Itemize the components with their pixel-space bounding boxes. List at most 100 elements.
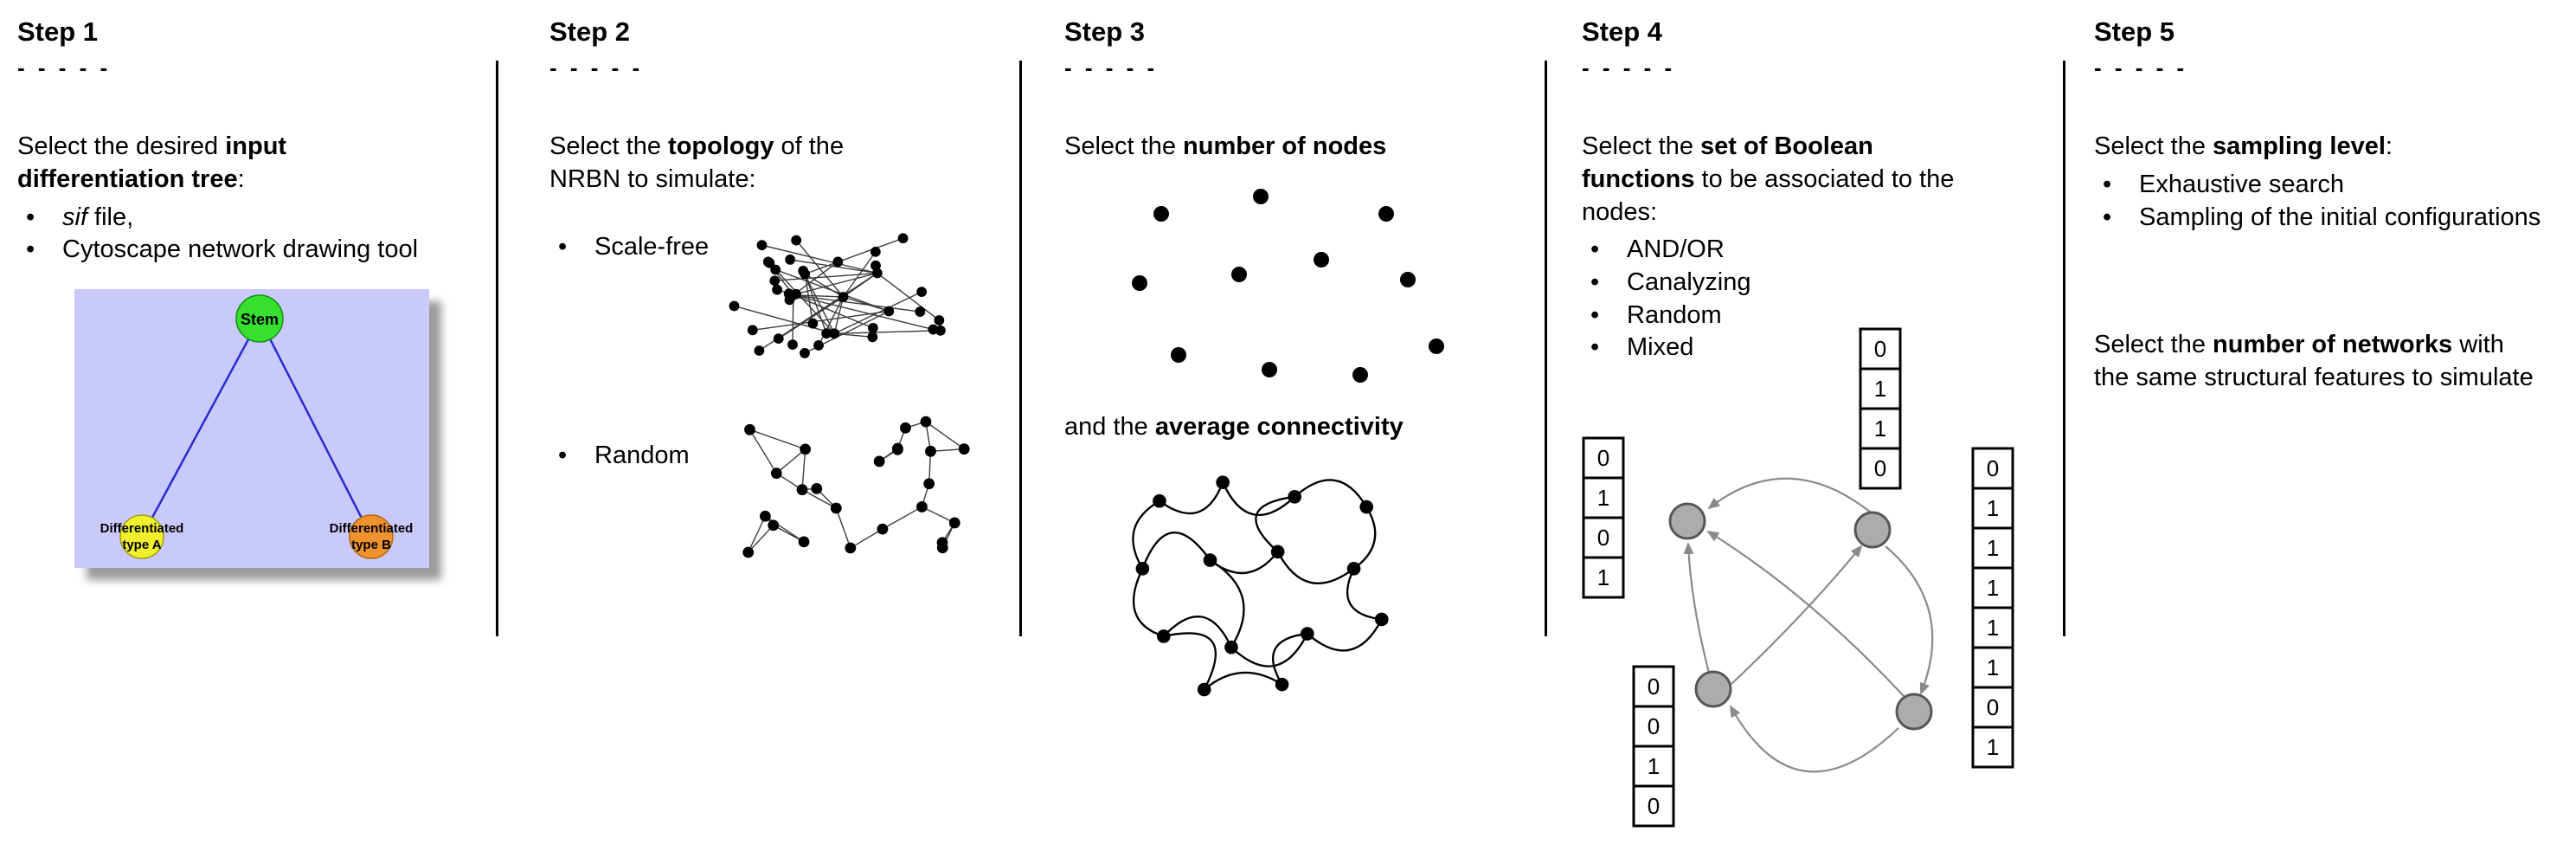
bullet-icon: [2094, 202, 2139, 235]
svg-text:1: 1: [1987, 615, 1999, 641]
tree-edge-b: [258, 318, 373, 538]
step-3-text-connectivity: and the average connectivity: [1064, 412, 1404, 441]
truth-table-cell: [1971, 526, 2014, 570]
svg-text:1: 1: [1597, 485, 1609, 511]
step-2-column: Step 2 - - - - - Select the topology of …: [549, 16, 1012, 566]
boolean-functions-diagram: 0 1 1 0 0 1 0 1 0 0 1 0 0 1 1 1: [1582, 327, 2014, 828]
svg-text:1: 1: [1987, 495, 1999, 521]
scale-free-network-image: [729, 232, 946, 358]
type-a-label-line1: Differentiated: [100, 521, 184, 536]
step-2-intro: Select the topology of the NRBN to simul…: [549, 132, 845, 193]
bullet-sampling-initial-configurations: Sampling of the initial configurations: [2094, 202, 2576, 235]
truth-table-cell: [1971, 487, 2014, 530]
svg-text:1: 1: [1648, 753, 1660, 779]
tree-edge-a: [140, 318, 261, 538]
step-4-bullets: AND/OR Canalyzing Random Mixed: [1582, 234, 2049, 364]
step-2-dashes: - - - - -: [549, 55, 644, 81]
bullet-and-or: AND/OR: [1582, 234, 2049, 267]
bullet-icon: [549, 231, 594, 264]
svg-text:0: 0: [1597, 445, 1609, 471]
truth-table-cell: [1971, 447, 2014, 490]
svg-text:0: 0: [1648, 793, 1660, 819]
truth-table-cell: [1582, 436, 1625, 480]
step-2-title: Step 2: [549, 16, 631, 47]
bullet-cytoscape: Cytoscape network drawing tool: [17, 234, 433, 267]
svg-text:0: 0: [1987, 455, 1999, 481]
truth-table-left: 0 1 0 1: [1582, 436, 1625, 599]
svg-text:0: 0: [1987, 694, 1999, 720]
stem-node: [235, 294, 284, 343]
arrow-d-to-a: [1706, 530, 1905, 698]
svg-text:0: 0: [1648, 713, 1660, 739]
step-1-title: Step 1: [17, 16, 99, 47]
bullet-canalyzing: Canalyzing: [1582, 267, 2049, 300]
bullet-icon: [1582, 267, 1627, 300]
truth-table-bottom-left: 0 0 1 0: [1632, 665, 1675, 828]
bullet-icon: [549, 440, 594, 473]
truth-table-top: 0 1 1 0: [1859, 327, 1902, 490]
type-b-label-line2: type B: [351, 538, 391, 552]
gene-node-b: [1853, 511, 1892, 549]
truth-table-cell: [1971, 725, 2014, 769]
bullet-sif-file: sif file,: [17, 202, 433, 235]
arrow-b-to-d: [1885, 545, 1934, 695]
step-3-title: Step 3: [1064, 16, 1146, 47]
divider-2: [1019, 61, 1022, 636]
bullet-mixed: Mixed: [1582, 332, 2049, 364]
truth-table-cell: [1859, 367, 1902, 410]
regulation-arrows: [1683, 477, 1934, 773]
tree-svg: Stem Differentiated type A Differentiate…: [74, 288, 429, 568]
truth-table-cell: [1582, 476, 1625, 519]
bullet-icon: [17, 202, 62, 235]
arrow-b-to-a: [1707, 477, 1872, 513]
step-1-column: Step 1 - - - - - Select the desired inpu…: [17, 16, 433, 572]
step-5-networks-text: Select the number of networks with the s…: [2094, 331, 2534, 391]
step-5-sampling-text: Select the sampling level:: [2094, 132, 2393, 161]
divider-3: [1545, 61, 1547, 636]
svg-text:1: 1: [1987, 734, 1999, 760]
gene-node-a: [1668, 502, 1706, 540]
step-1-bullets: sif file, Cytoscape network drawing tool: [17, 202, 433, 267]
arrow-c-to-b: [1731, 545, 1863, 685]
step-4-column: Step 4 - - - - - Select the set of Boole…: [1582, 16, 2049, 847]
svg-text:0: 0: [1648, 674, 1660, 699]
step-5-column: Step 5 - - - - - Select the sampling lev…: [2094, 16, 2576, 395]
truth-table-cell: [1971, 686, 2014, 729]
type-b-label-line1: Differentiated: [330, 521, 414, 536]
svg-text:1: 1: [1874, 416, 1886, 442]
step-5-dashes: - - - - -: [2094, 55, 2188, 81]
gene-node-d: [1895, 693, 1933, 731]
step-5-title: Step 5: [2094, 16, 2175, 47]
differentiation-tree-image: Stem Differentiated type A Differentiate…: [74, 288, 429, 568]
random-row: Random: [549, 409, 1012, 566]
bullet-icon: [1582, 234, 1627, 267]
svg-text:0: 0: [1597, 525, 1609, 551]
bullet-exhaustive-search: Exhaustive search: [2094, 169, 2576, 202]
svg-text:1: 1: [1987, 575, 1999, 601]
arrow-c-to-a: [1683, 542, 1711, 674]
truth-table-cell: [1582, 556, 1625, 599]
truth-table-cell: [1859, 447, 1902, 490]
bullet-icon: [17, 234, 62, 267]
truth-table-cell: [1859, 407, 1902, 450]
type-a-label-line2: type A: [122, 538, 161, 552]
step-3-column: Step 3 - - - - - Select the number of no…: [1064, 16, 1536, 708]
truth-table-cell: [1971, 606, 2014, 649]
gene-nodes: [1668, 502, 1933, 731]
arrow-d-to-c: [1730, 705, 1899, 773]
svg-text:1: 1: [1874, 376, 1886, 402]
step-3-dashes: - - - - -: [1064, 55, 1159, 81]
svg-text:0: 0: [1874, 336, 1886, 362]
svg-text:1: 1: [1987, 654, 1999, 680]
nodes-dots-image: [1132, 188, 1444, 383]
divider-4: [2063, 61, 2065, 636]
bullet-random: Random: [549, 409, 716, 473]
step-1-intro: Select the desired input differentiation…: [17, 132, 287, 193]
bullet-icon: [2094, 169, 2139, 202]
truth-table-cell: [1582, 516, 1625, 559]
step-3-text-nodes: Select the number of nodes: [1064, 132, 1387, 161]
svg-text:0: 0: [1874, 455, 1886, 481]
svg-text:1: 1: [1597, 564, 1609, 590]
step-5-bullets: Exhaustive search Sampling of the initia…: [2094, 169, 2576, 234]
